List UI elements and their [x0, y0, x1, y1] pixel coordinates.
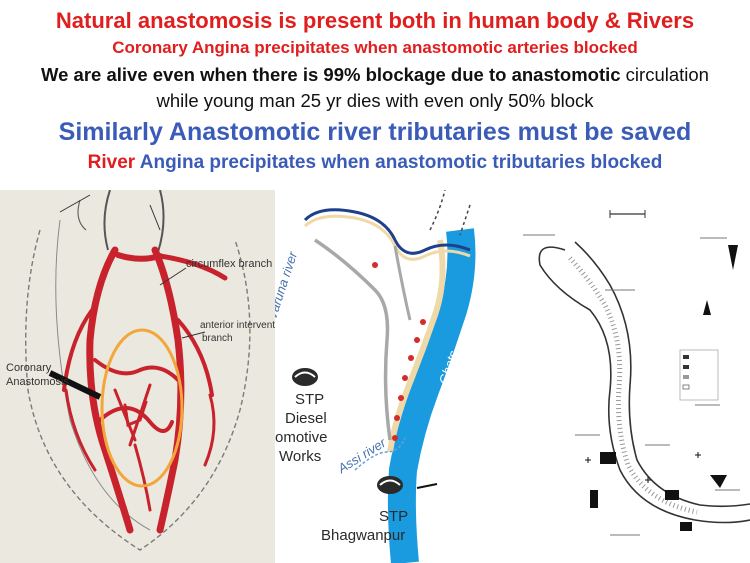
label-stp-2: STP — [379, 508, 409, 525]
label-anterior-1: anterior interventricular — [200, 320, 275, 331]
label-stp-omotive: omotive — [275, 429, 328, 446]
title-line-5: Similarly Anastomotic river tributaries … — [58, 118, 692, 146]
north-arrow-icon — [728, 245, 738, 270]
stp-icon-2 — [377, 476, 403, 494]
label-coronary-2: Anastomosis — [6, 376, 69, 388]
label-stp-works: Works — [279, 448, 322, 465]
title-line-3-rest: circulation — [620, 64, 709, 85]
title-line-2: Coronary Angina precipitates when anasto… — [112, 38, 638, 57]
label-stp-1: STP — [295, 391, 325, 408]
title-line-3-bold: We are alive even when there is 99% bloc… — [41, 64, 621, 85]
title-line-1: Natural anastomosis is present both in h… — [55, 8, 695, 33]
heart-illustration — [0, 190, 275, 563]
label-anterior-2: branch — [202, 333, 233, 344]
title-line-6-rest: Angina precipitates when anastomotic tri… — [135, 152, 663, 173]
label-circumflex: circumflex branch — [186, 258, 273, 270]
heart-diagram: circumflex branch anterior interventricu… — [0, 190, 275, 563]
river-map-drawing — [292, 190, 476, 563]
title-line-6: River Angina precipitates when anastomot… — [0, 152, 750, 174]
title-line-3: We are alive even when there is 99% bloc… — [0, 64, 750, 86]
stp-icon-1 — [292, 368, 318, 386]
historic-map-drawing — [523, 210, 750, 536]
label-stp-diesel: Diesel — [285, 410, 327, 427]
title-line-4: while young man 25 yr dies with even onl… — [156, 90, 594, 111]
label-stp-bhagwanpur: Bhagwanpur — [321, 527, 406, 544]
historic-river-map — [495, 190, 750, 563]
title-line-6-river: River — [87, 152, 136, 173]
river-map: Varuna river Ghats Assi river STP Diesel… — [275, 190, 495, 563]
label-coronary-1: Coronary — [6, 362, 52, 374]
